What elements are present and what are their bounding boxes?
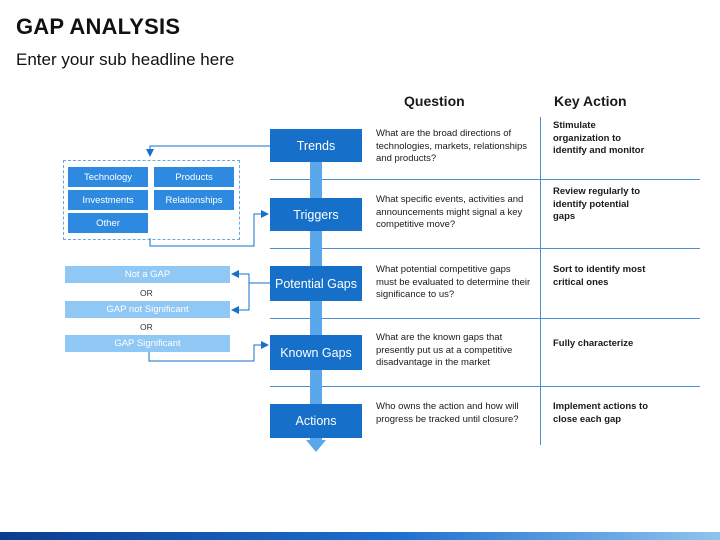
question-column-header: Question [404, 93, 465, 109]
trend-area-investments: Investments [68, 190, 148, 210]
question-potential-gaps: What potential competitive gaps must be … [376, 264, 531, 300]
step-potential-gaps: Potential Gaps [270, 266, 362, 301]
flow-arrow [306, 162, 326, 452]
key-action-triggers: Review regularly to identify potential g… [553, 186, 641, 222]
or-label: OR [140, 322, 153, 332]
trend-area-relationships: Relationships [154, 190, 234, 210]
gaps-to-not-a-gap-connector [231, 270, 270, 284]
row-divider [270, 386, 700, 387]
question-actions: Who owns the action and how will progres… [376, 401, 519, 425]
trend-areas-group [63, 160, 240, 240]
step-known-gaps: Known Gaps [270, 335, 362, 370]
question-trends: What are the broad directions of technol… [376, 128, 528, 164]
column-divider [540, 117, 541, 445]
row-divider [270, 179, 700, 180]
page-title: GAP ANALYSIS [16, 14, 181, 39]
key-action-known-gaps: Fully characterize [553, 338, 634, 349]
footer-bar [0, 532, 720, 540]
question-known-gaps: What are the known gaps that presently p… [376, 332, 513, 368]
key-action-trends: Stimulate organization to identify and m… [553, 120, 645, 156]
outcome-gap-significant: GAP Significant [65, 335, 230, 352]
step-actions: Actions [270, 404, 362, 438]
step-triggers: Triggers [270, 198, 362, 231]
step-trends: Trends [270, 129, 362, 162]
key-action-column-header: Key Action [554, 93, 627, 109]
row-divider [270, 248, 700, 249]
trend-area-products: Products [154, 167, 234, 187]
outcome-gap-not-significant: GAP not Significant [65, 301, 230, 318]
trend-area-technology: Technology [68, 167, 148, 187]
trends-to-areas-connector [146, 145, 270, 157]
areas-to-triggers-connector [149, 210, 269, 247]
question-triggers: What specific events, activities and ann… [376, 194, 524, 230]
significant-to-known-connector [148, 341, 269, 362]
outcome-not-a-gap: Not a GAP [65, 266, 230, 283]
key-action-actions: Implement actions to close each gap [553, 401, 649, 425]
page-subtitle: Enter your sub headline here [16, 50, 235, 69]
key-action-potential-gaps: Sort to identify most critical ones [553, 264, 646, 288]
or-label: OR [140, 288, 153, 298]
trend-area-other: Other [68, 213, 148, 233]
gaps-to-not-significant-connector [231, 283, 250, 314]
row-divider [270, 318, 700, 319]
